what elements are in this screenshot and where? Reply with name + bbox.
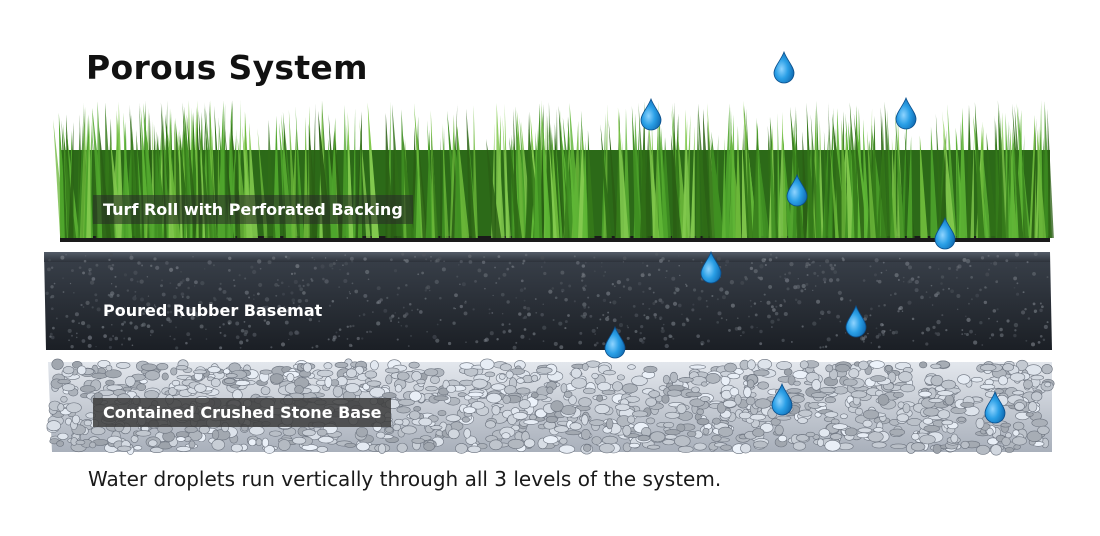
water-droplet-icon xyxy=(984,390,1006,424)
water-droplet-icon xyxy=(845,304,867,338)
water-droplet-icon xyxy=(700,250,722,284)
water-droplet-icon xyxy=(773,50,795,84)
diagram-caption: Water droplets run vertically through al… xyxy=(88,467,722,491)
layer-label-stone: Contained Crushed Stone Base xyxy=(93,398,392,427)
water-droplet-icon xyxy=(604,325,626,359)
water-droplet-icon xyxy=(934,216,956,250)
diagram-title: Porous System xyxy=(86,48,368,87)
water-droplet-icon xyxy=(771,382,793,416)
water-droplet-icon xyxy=(895,96,917,130)
water-droplet-icon xyxy=(640,97,662,131)
layer-label-rubber: Poured Rubber Basemat xyxy=(103,301,323,320)
rubber-basemat-layer xyxy=(44,252,1052,350)
crushed-stone-layer xyxy=(46,358,1055,456)
water-droplet-icon xyxy=(786,173,808,207)
layer-label-turf: Turf Roll with Perforated Backing xyxy=(93,195,413,224)
